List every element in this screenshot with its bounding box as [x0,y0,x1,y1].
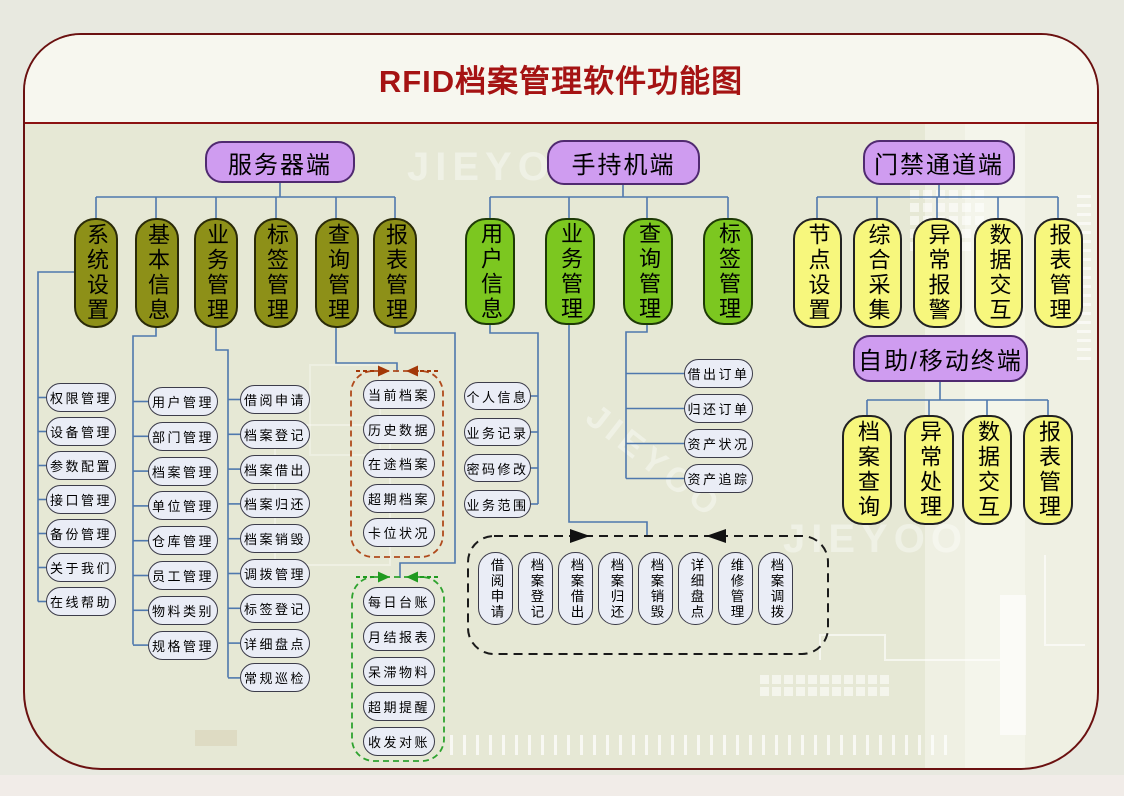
leaf-4-3: 超期提醒 [363,692,435,721]
server-branch-1: 基本信息 [135,218,179,328]
leaf-0-2: 参数配置 [46,451,116,480]
leaf-3-2: 在途档案 [363,449,435,478]
handheld-branch-0: 用户信息 [465,218,515,325]
leaf-2-6: 标签登记 [240,593,310,623]
leaf-1-0: 用户管理 [148,387,218,416]
leaf-0-1: 设备管理 [46,417,116,446]
leaf-1-1: 部门管理 [148,421,218,451]
leaf-0-4: 备份管理 [46,519,116,548]
handheld-business-leaf-3: 档案归还 [598,552,633,625]
leaf-6-2: 资产状况 [684,429,753,458]
server-branch-5: 报表管理 [373,218,417,328]
leaf-1-7: 规格管理 [148,630,218,660]
server-branch-2: 业务管理 [194,218,238,328]
leaf-2-5: 调拨管理 [240,559,310,588]
leaf-1-4: 仓库管理 [148,526,218,556]
handheld-business-leaf-4: 档案销毁 [638,552,673,625]
handheld-business-leaf-7: 档案调拨 [758,552,793,625]
root-access: 门禁通道端 [863,140,1015,185]
handheld-business-leaf-0: 借阅申请 [478,552,513,625]
root-server: 服务器端 [205,141,355,183]
access-branch-0: 节点设置 [793,218,842,328]
leaf-4-0: 每日台账 [363,587,435,616]
handheld-business-leaf-2: 档案借出 [558,552,593,625]
leaf-5-1: 业务记录 [464,418,531,446]
leaf-2-4: 档案销毁 [240,524,310,554]
leaf-2-7: 详细盘点 [240,628,310,658]
leaf-1-5: 员工管理 [148,561,218,590]
selfservice-branch-0: 档案查询 [842,415,892,525]
leaf-6-1: 归还订单 [684,394,753,423]
leaf-1-3: 单位管理 [148,491,218,521]
server-branch-0: 系统设置 [74,218,118,328]
leaf-2-8: 常规巡检 [240,663,310,693]
leaf-3-3: 超期档案 [363,483,435,513]
leaf-0-5: 关于我们 [46,553,116,582]
root-selfservice: 自助/移动终端 [853,335,1028,382]
leaf-2-2: 档案借出 [240,454,310,484]
leaf-2-3: 档案归还 [240,489,310,519]
leaf-0-6: 在线帮助 [46,587,116,616]
handheld-branch-1: 业务管理 [545,218,595,325]
title-bar: RFID档案管理软件功能图 [25,35,1097,124]
leaf-5-2: 密码修改 [464,454,531,482]
leaf-0-0: 权限管理 [46,383,116,412]
leaf-3-1: 历史数据 [363,414,435,444]
leaf-6-3: 资产追踪 [684,464,753,493]
handheld-business-leaf-1: 档案登记 [518,552,553,625]
access-branch-1: 综合采集 [853,218,902,328]
selfservice-branch-1: 异常处理 [904,415,954,525]
leaf-3-0: 当前档案 [363,380,435,409]
selfservice-branch-3: 报表管理 [1023,415,1073,525]
server-branch-3: 标签管理 [254,218,298,328]
leaf-4-1: 月结报表 [363,622,435,651]
handheld-business-leaf-6: 维修管理 [718,552,753,625]
leaf-4-4: 收发对账 [363,727,435,756]
handheld-branch-2: 查询管理 [623,218,673,325]
handheld-branch-3: 标签管理 [703,218,753,325]
server-branch-4: 查询管理 [315,218,359,328]
handheld-business-leaf-5: 详细盘点 [678,552,713,625]
leaf-1-6: 物料类别 [148,595,218,625]
leaf-2-0: 借阅申请 [240,385,310,414]
leaf-5-0: 个人信息 [464,382,531,410]
bottom-strip [0,775,1124,796]
access-branch-3: 数据交互 [974,218,1023,328]
diagram-title: RFID档案管理软件功能图 [378,64,744,99]
leaf-6-0: 借出订单 [684,359,753,388]
leaf-0-3: 接口管理 [46,485,116,514]
access-branch-2: 异常报警 [913,218,962,328]
leaf-4-2: 呆滞物料 [363,657,435,686]
selfservice-branch-2: 数据交互 [962,415,1012,525]
leaf-1-2: 档案管理 [148,456,218,486]
leaf-3-4: 卡位状况 [363,518,435,547]
leaf-5-3: 业务范围 [464,490,531,518]
root-handheld: 手持机端 [547,140,700,185]
access-branch-4: 报表管理 [1034,218,1083,328]
leaf-2-1: 档案登记 [240,419,310,449]
